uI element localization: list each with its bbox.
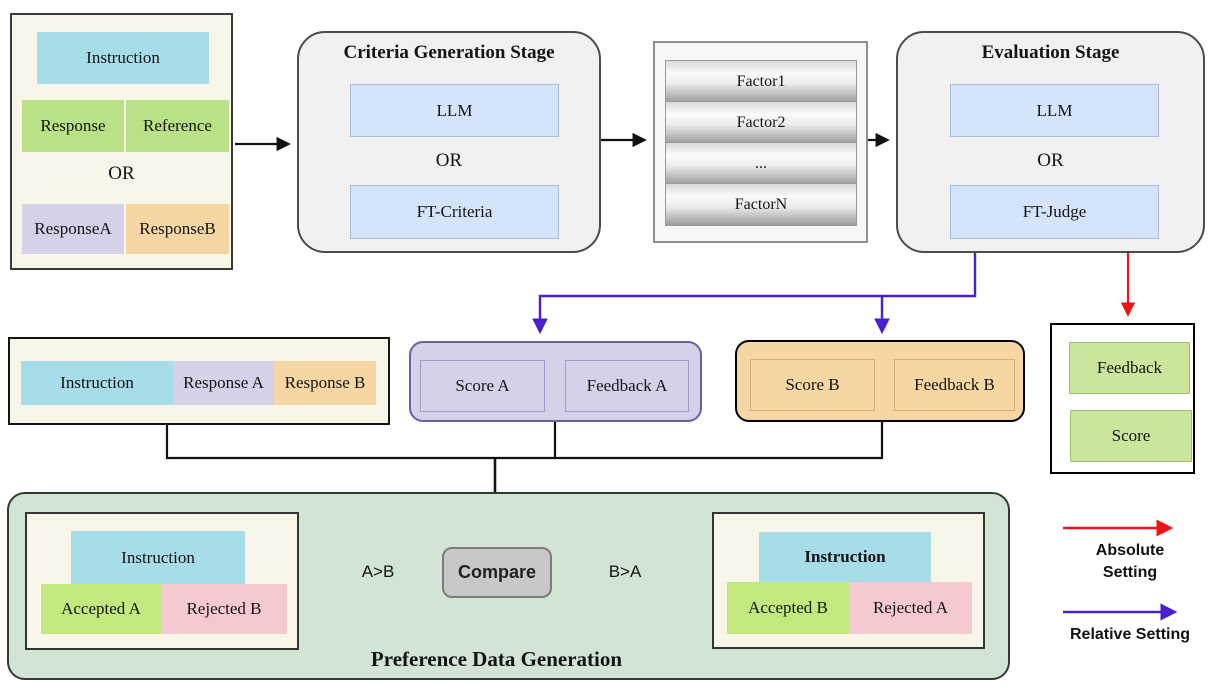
score-b-label: Score B: [785, 375, 840, 394]
pref-left-instruction-label: Instruction: [121, 547, 195, 567]
legend-relative-label: Relative Setting: [1069, 626, 1191, 643]
ft-judge-label: FT-Judge: [1022, 202, 1087, 221]
response-a-chip: ResponseA: [22, 204, 124, 254]
criteria-stage-title: Criteria Generation Stage: [343, 42, 555, 63]
score-b-box: Score B Feedback B: [735, 340, 1025, 422]
pref-right-instruction-chip: Instruction: [759, 532, 931, 582]
merge-connector: [165, 422, 884, 460]
output-score-chip: Score: [1070, 410, 1192, 462]
b-gt-a-label: B>A: [588, 559, 662, 585]
score-a-chip: Score A: [420, 360, 545, 412]
rejected-b-label: Rejected B: [186, 599, 262, 618]
feedback-a-label: Feedback A: [586, 376, 668, 395]
response-chip: Response: [22, 100, 124, 152]
response-b-label: ResponseB: [139, 219, 216, 238]
pair-response-b-chip: Response B: [274, 361, 376, 405]
output-score-label: Score: [1111, 426, 1151, 445]
instruction-label: Instruction: [86, 48, 160, 67]
response-label: Response: [40, 116, 106, 135]
response-a-label: ResponseA: [34, 219, 112, 238]
criteria-or-label: OR: [435, 150, 463, 171]
evaluation-llm-label: LLM: [1036, 100, 1073, 120]
feedback-b-label: Feedback B: [914, 375, 995, 394]
ft-judge-chip: FT-Judge: [950, 185, 1159, 239]
instruction-chip: Instruction: [37, 32, 209, 84]
reference-label: Reference: [143, 116, 212, 135]
reference-chip: Reference: [126, 100, 229, 152]
factor-item: Factor1: [665, 60, 857, 103]
factor-item: ...: [665, 142, 857, 185]
pref-left-instruction-chip: Instruction: [71, 531, 245, 584]
a-gt-b-label: A>B: [340, 559, 416, 585]
compare-node: Compare: [442, 547, 552, 598]
absolute-output-box: Feedback Score: [1050, 323, 1195, 474]
evaluation-llm-chip: LLM: [950, 84, 1159, 137]
feedback-b-chip: Feedback B: [894, 359, 1015, 411]
preference-title: Preference Data Generation: [370, 647, 623, 671]
accepted-b-chip: Accepted B: [727, 582, 849, 634]
factor-item: Factor2: [665, 101, 857, 144]
pair-response-a-label: Response A: [183, 373, 264, 392]
evaluation-stage-title: Evaluation Stage: [981, 42, 1120, 63]
preference-left-box: Instruction Accepted A Rejected B: [25, 512, 299, 650]
ft-criteria-chip: FT-Criteria: [350, 185, 559, 239]
rejected-a-label: Rejected A: [872, 598, 949, 617]
or-label: OR: [108, 163, 135, 184]
legend-absolute-label: Absolute Setting: [1095, 542, 1165, 581]
factor-item: FactorN: [665, 183, 857, 226]
response-b-chip: ResponseB: [126, 204, 229, 254]
criteria-generation-stage: Criteria Generation Stage LLM OR FT-Crit…: [297, 31, 601, 253]
preference-right-box: Instruction Accepted B Rejected A: [712, 512, 985, 649]
evaluation-or-label: OR: [1037, 150, 1064, 171]
ft-criteria-label: FT-Criteria: [416, 202, 493, 221]
input-box: Instruction Response Reference OR Respon…: [10, 13, 233, 270]
preference-data-generation-box: Preference Data Generation Instruction A…: [7, 492, 1010, 680]
blue-arrow-to-score-a: [532, 253, 977, 335]
accepted-a-chip: Accepted A: [41, 584, 161, 634]
pref-right-instruction-label: Instruction: [804, 547, 886, 566]
pair-instruction-chip: Instruction: [21, 361, 173, 405]
pair-response-a-chip: Response A: [173, 361, 274, 405]
score-a-box: Score A Feedback A: [409, 341, 702, 422]
accepted-a-label: Accepted A: [61, 599, 141, 618]
pair-input-box: Instruction Response A Response B: [8, 337, 390, 425]
rejected-b-chip: Rejected B: [161, 584, 287, 634]
output-feedback-chip: Feedback: [1069, 342, 1190, 394]
criteria-llm-label: LLM: [436, 100, 473, 120]
output-feedback-label: Feedback: [1096, 358, 1163, 377]
rejected-a-chip: Rejected A: [849, 582, 972, 634]
factors-box: Factor1 Factor2 ... FactorN: [653, 41, 868, 243]
pair-instruction-label: Instruction: [60, 373, 134, 392]
accepted-b-label: Accepted B: [748, 598, 828, 617]
score-a-label: Score A: [455, 376, 510, 395]
compare-label: Compare: [457, 562, 537, 582]
score-b-chip: Score B: [750, 359, 875, 411]
criteria-llm-chip: LLM: [350, 84, 559, 137]
evaluation-stage: Evaluation Stage LLM OR FT-Judge: [896, 31, 1205, 253]
pair-response-b-label: Response B: [284, 373, 366, 392]
feedback-a-chip: Feedback A: [565, 360, 689, 412]
